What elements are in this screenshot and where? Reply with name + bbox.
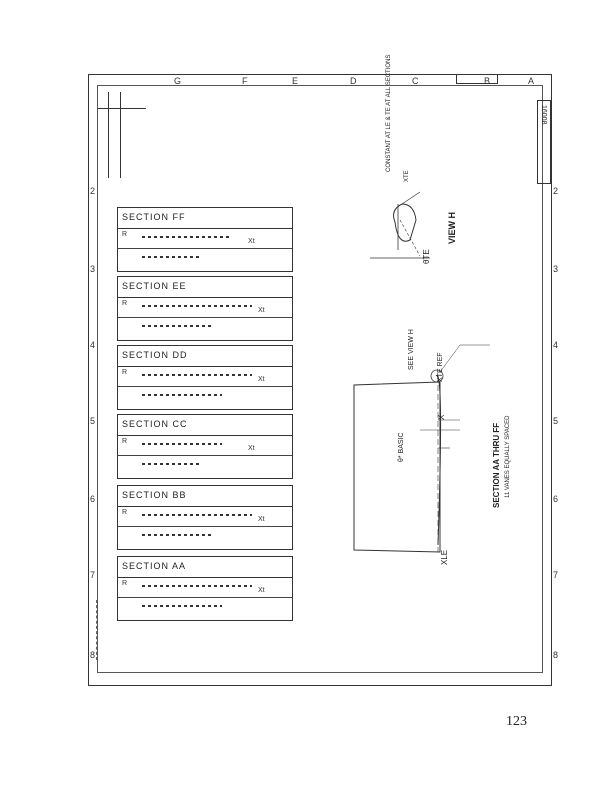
r-label: R (122, 300, 128, 307)
grid-number: 8 (553, 650, 559, 660)
r-label: R (122, 231, 128, 238)
section-title: SECTION AA (122, 561, 187, 571)
blade-outline (353, 344, 490, 553)
section-title-cell: SECTION EE (118, 277, 292, 298)
section-view-title: SECTION AA THRU FF (492, 422, 501, 508)
section-title-cell: SECTION DD (118, 346, 292, 367)
drawing-sheet (88, 74, 552, 686)
r-label: R (122, 438, 128, 445)
section-title-cell: SECTION BB (118, 486, 292, 507)
section-table-ee: SECTION EE R Xt (117, 276, 293, 341)
grid-number: 3 (553, 264, 559, 274)
r-label: R (122, 369, 128, 376)
xle-label: XLE (440, 549, 449, 565)
section-title-cell: SECTION CC (118, 415, 292, 436)
drawing-border (97, 85, 543, 673)
grid-letter: B (484, 76, 491, 86)
view-h-detail (370, 191, 430, 259)
xt-label: Xt (258, 307, 265, 314)
grid-number: 2 (553, 186, 559, 196)
section-title: SECTION CC (122, 419, 188, 429)
grid-number: 5 (553, 416, 559, 426)
theta-te-label: θTE (422, 249, 431, 264)
section-title: SECTION EE (122, 281, 187, 291)
view-h-note: CONSTANT AT LE & TE AT ALL SECTIONS (386, 54, 392, 172)
theta-basic-label: θ* BASIC (398, 432, 405, 462)
grid-letter: A (528, 76, 535, 86)
section-title: SECTION FF (122, 212, 186, 222)
title-block-top (456, 74, 498, 84)
grid-number: 6 (553, 494, 559, 504)
xt-label: Xt (248, 445, 255, 452)
grid-number: 6 (90, 494, 96, 504)
section-title-cell: SECTION AA (118, 557, 292, 578)
title-block-right: 16008 (537, 100, 551, 184)
section-table-ff: SECTION FF R Xt (117, 207, 293, 272)
grid-number: 7 (553, 570, 559, 580)
x-label: X (437, 414, 446, 420)
xt-label: Xt (258, 587, 265, 594)
vanes-note: 11 VANES EQUALLY SPACED (505, 415, 511, 498)
grid-letter: D (350, 76, 357, 86)
grid-number: 8 (90, 650, 96, 660)
grid-letter: C (412, 76, 419, 86)
grid-number: 4 (90, 340, 96, 350)
grid-number: 5 (90, 416, 96, 426)
xt-label: Xt (258, 376, 265, 383)
section-table-dd: SECTION DD R Xt (117, 345, 293, 410)
xte-label: XTE (404, 170, 410, 182)
margin-notes (96, 600, 111, 660)
section-title: SECTION DD (122, 350, 188, 360)
drawing-number: 16008 (540, 105, 547, 125)
see-view-h: SEE VIEW H (408, 329, 415, 370)
section-table-aa: SECTION AA R Xt (117, 556, 293, 621)
grid-number: 4 (553, 340, 559, 350)
r-label: R (122, 580, 128, 587)
page-number: 123 (506, 714, 527, 729)
xt-label: Xt (258, 516, 265, 523)
xt-label: Xt (248, 238, 255, 245)
grid-number: 2 (90, 186, 96, 196)
grid-letter: F (242, 76, 248, 86)
section-title-cell: SECTION FF (118, 208, 292, 229)
grid-letter: G (174, 76, 182, 86)
revision-block (98, 92, 146, 178)
view-h-title: VIEW H (447, 211, 457, 244)
grid-number: 3 (90, 264, 96, 274)
vane-drawing (353, 191, 490, 553)
section-title: SECTION BB (122, 490, 187, 500)
section-table-bb: SECTION BB R Xt (117, 485, 293, 550)
section-table-cc: SECTION CC R Xt (117, 414, 293, 479)
xte-ref-label: XTE REF (437, 352, 444, 382)
r-label: R (122, 509, 128, 516)
grid-letter: E (292, 76, 299, 86)
grid-number: 7 (90, 570, 96, 580)
